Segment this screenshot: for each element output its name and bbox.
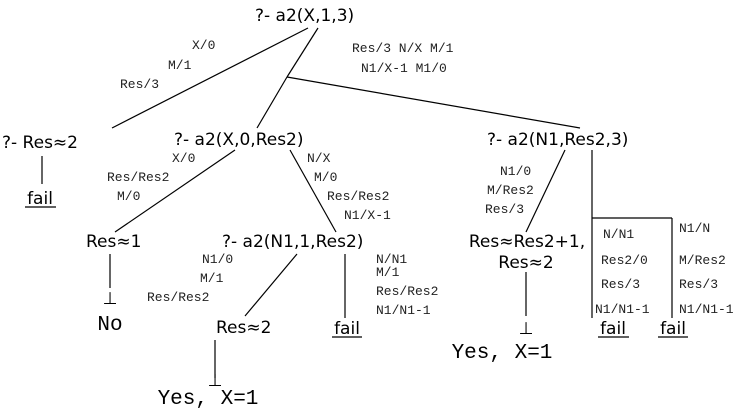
far-left-goal-2: Res≈2	[498, 253, 553, 273]
sub-right-subst-3: Res/Res2	[376, 284, 438, 299]
far-mid-fail: fail	[600, 319, 626, 339]
far-left-subst-1: N1/0	[500, 164, 531, 179]
far-right-subst-2: M/Res2	[679, 253, 726, 268]
left-goal: ?- Res≈2	[2, 133, 78, 153]
far-mid-subst-2: Res2/0	[601, 253, 648, 268]
mid-left-subst-3: M/0	[117, 189, 140, 204]
mid-left-bottom: ⊥	[103, 289, 118, 309]
edge-trunk-far	[286, 76, 581, 129]
far-mid-subst-3: Res/3	[601, 277, 640, 292]
far-right-subst-3: Res/3	[679, 277, 718, 292]
far-left-goal-1: Res≈Res2+1,	[469, 232, 585, 252]
root-left-subst-3: Res/3	[120, 77, 159, 92]
far-right-fail: fail	[660, 319, 686, 339]
root-right-subst-1: Res/3 N/X M/1	[352, 41, 454, 56]
sub-left-goal: Res≈2	[216, 318, 271, 338]
edge-mid-left	[114, 149, 236, 233]
edge-mid-right	[289, 149, 337, 233]
far-left-result: Yes, X=1	[452, 342, 553, 365]
root-left-subst-1: X/0	[192, 38, 215, 53]
sub-right-fail: fail	[334, 319, 360, 339]
edge-sub-left	[244, 253, 298, 317]
root-goal: ?- a2(X,1,3)	[255, 6, 354, 26]
sub-right-subst-4: N1/N1-1	[376, 303, 431, 318]
sub-left-bottom: ⊥	[208, 371, 223, 391]
mid-right-subst-3: Res/Res2	[327, 189, 389, 204]
edge-root-trunk	[286, 27, 319, 78]
mid-left-result: No	[97, 314, 122, 337]
far-right-subst-4: N1/N1-1	[679, 302, 734, 317]
mid-left-subst-2: Res/Res2	[107, 170, 169, 185]
edge-far-left	[525, 149, 566, 233]
edge-root-left	[111, 27, 309, 129]
far-left-subst-2: M/Res2	[487, 183, 534, 198]
sub-left-result: Yes, X=1	[158, 388, 259, 411]
mid-right-subst-2: M/0	[314, 170, 337, 185]
far-mid-subst-1: N/N1	[603, 227, 634, 242]
sub-left-subst-1: N1/0	[202, 252, 233, 267]
sub-left-subst-3: Res/Res2	[147, 290, 209, 305]
root-left-subst-2: M/1	[168, 58, 192, 73]
mid-left-goal: Res≈1	[86, 232, 141, 252]
root-right-subst-2: N1/X-1 M1/0	[361, 61, 447, 76]
mid-right-subst-1: N/X	[307, 151, 331, 166]
far-left-subst-3: Res/3	[485, 202, 524, 217]
far-goal: ?- a2(N1,Res2,3)	[487, 130, 628, 150]
mid-right-subst-4: N1/X-1	[344, 208, 391, 223]
mid-goal: ?- a2(X,0,Res2)	[174, 130, 304, 150]
mid-left-subst-1: X/0	[172, 151, 195, 166]
sub-left-subst-2: M/1	[200, 271, 224, 286]
far-right-subst-1: N1/N	[679, 221, 710, 236]
edge-trunk-mid	[256, 76, 288, 129]
sub-right-subst-1: N/N1	[376, 252, 407, 267]
mid-right-goal: ?- a2(N1,1,Res2)	[222, 232, 363, 252]
far-left-bottom: ⊥	[519, 319, 534, 339]
far-mid-subst-4: N1/N1-1	[595, 302, 650, 317]
left-fail: fail	[27, 189, 53, 209]
sub-right-subst-2: M/1	[376, 265, 400, 280]
